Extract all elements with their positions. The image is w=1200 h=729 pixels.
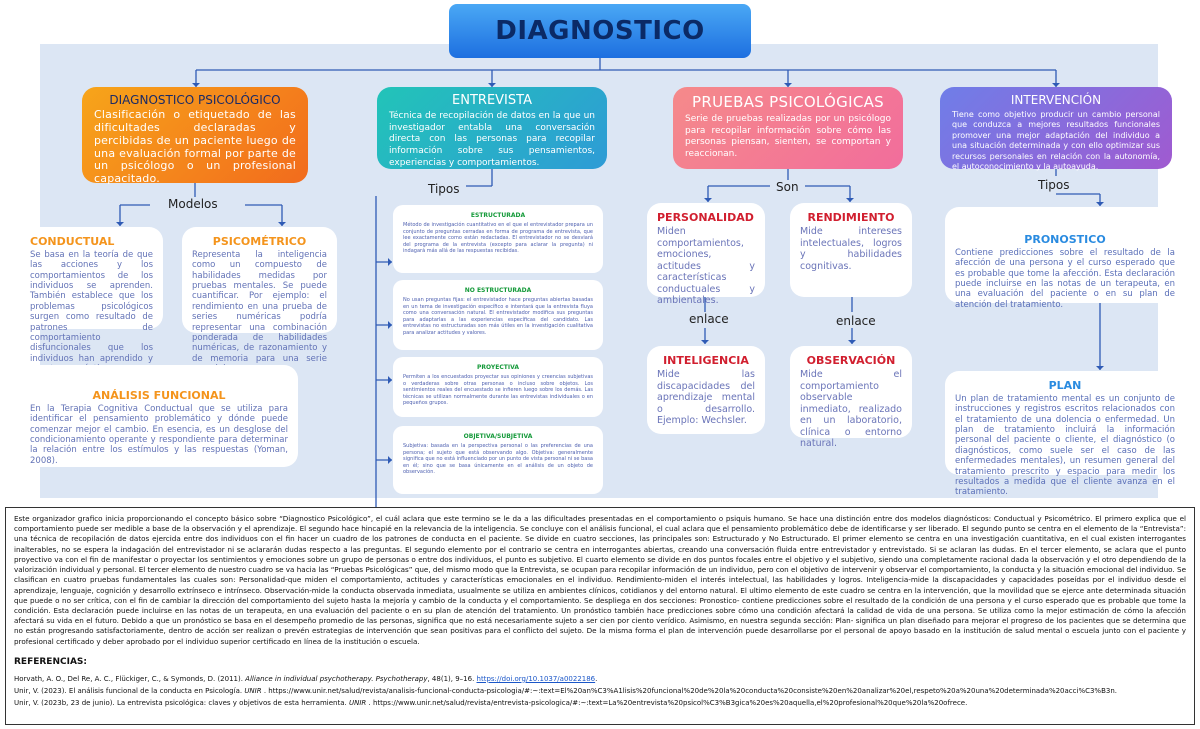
reference-title: UNIR (244, 686, 262, 695)
card-title: OBSERVACIÓN (806, 354, 896, 367)
node-text: Tiene como objetivo producir un cambio p… (952, 110, 1160, 171)
card-psicometrico: PSICOMÉTRICO Representa la inteligencia … (182, 227, 337, 374)
card-title: PLAN (1048, 379, 1082, 392)
node-text: Técnica de recopilación de datos en la q… (389, 111, 595, 168)
reference-item: Horvath, A. O., Del Re, A. C., Flückiger… (14, 675, 1186, 683)
connector-label-son: Son (770, 180, 805, 194)
reference-text: . https://www.unir.net/salud/revista/ana… (261, 686, 1118, 695)
node-title: ENTREVISTA (452, 93, 532, 108)
card-rendimiento: RENDIMIENTO Mide intereses intelectuales… (790, 203, 912, 297)
card-analisis-funcional: ANÁLISIS FUNCIONAL En la Terapia Cogniti… (20, 365, 298, 467)
card-conductual: CONDUCTUAL Se basa en la teoría de que l… (20, 227, 163, 374)
card-title: PERSONALIDAD (657, 211, 754, 224)
page-title: DIAGNOSTICO (449, 4, 751, 58)
connector-label-modelos: Modelos (162, 197, 224, 211)
card-observacion: OBSERVACIÓN Mide el comportamiento obser… (790, 346, 912, 449)
node-title: DIAGNOSTICO PSICOLÓGICO (109, 93, 281, 107)
diagnostico-psicologico-node: DIAGNOSTICO PSICOLÓGICO Clasificación o … (82, 87, 308, 186)
connector-label-enlace: enlace (830, 314, 882, 328)
card-estructurada: ESTRUCTURADA Método de investigación cua… (393, 205, 603, 273)
pruebas-psicologicas-node: PRUEBAS PSICOLÓGICAS Serie de pruebas re… (673, 87, 903, 169)
card-text: No usan preguntas fijas: el entrevistado… (403, 297, 593, 336)
card-title: INTELIGENCIA (663, 354, 749, 367)
reference-item: Unir, V. (2023). El análisis funcional d… (14, 687, 1186, 695)
intervencion-node: INTERVENCIÓN Tiene como objetivo produci… (940, 87, 1172, 171)
card-text: En la Terapia Cognitiva Conductual que s… (30, 404, 288, 466)
card-proyectiva: PROYECTIVA Permiten a los encuestados pr… (393, 357, 603, 417)
node-text: Clasificación o etiquetado de las dificu… (94, 108, 296, 186)
card-text: Miden comportamientos, emociones, actitu… (657, 226, 755, 307)
card-text: Mide intereses intelectuales, logros y h… (800, 226, 902, 272)
reference-item: Unir, V. (2023b, 23 de junio). La entrev… (14, 699, 1186, 707)
card-title: OBJETIVA/SUBJETIVA (463, 433, 533, 440)
reference-title: Alliance in individual psychotherapy. Ps… (245, 674, 428, 683)
card-text: Mide las discapacidades del aprendizaje … (657, 369, 755, 427)
card-plan: PLAN Un plan de tratamiento mental es un… (945, 371, 1185, 497)
reference-text: Unir, V. (2023). El análisis funcional d… (14, 686, 245, 695)
reference-link[interactable]: https://doi.org/10.1037/a0022186 (476, 674, 596, 683)
summary-box: Este organizador grafico inicia proporci… (5, 507, 1195, 725)
reference-title: UNIR (348, 698, 367, 707)
reference-text: , 48(1), 9–16. (427, 674, 477, 683)
card-objetiva-subjetiva: OBJETIVA/SUBJETIVA Subjetiva: basada en … (393, 426, 603, 494)
connector-label-enlace: enlace (683, 312, 735, 326)
summary-text: Este organizador grafico inicia proporci… (14, 514, 1186, 646)
card-personalidad: PERSONALIDAD Miden comportamientos, emoc… (647, 203, 765, 306)
card-text: Contiene predicciones sobre el resultado… (955, 248, 1175, 310)
node-title: INTERVENCIÓN (1010, 93, 1102, 107)
card-text: Un plan de tratamiento mental es un conj… (955, 394, 1175, 498)
card-text: Mide el comportamiento observable inmedi… (800, 369, 902, 450)
card-text: Permiten a los encuestados proyectar sus… (403, 374, 593, 406)
references-heading: REFERENCIAS: (14, 656, 87, 667)
card-no-estructurada: NO ESTRUCTURADA No usan preguntas fijas:… (393, 280, 603, 350)
entrevista-node: ENTREVISTA Técnica de recopilación de da… (377, 87, 607, 169)
node-text: Serie de pruebas realizadas por un psicó… (685, 114, 891, 160)
card-title: ANÁLISIS FUNCIONAL (92, 389, 226, 402)
connector-label-tipos: Tipos (1032, 178, 1076, 192)
reference-text: . (595, 674, 598, 683)
reference-text: Unir, V. (2023b, 23 de junio). La entrev… (14, 698, 349, 707)
card-text: Se basa en la teoría de que las acciones… (30, 250, 153, 374)
card-text: Subjetiva: basada en la perspectiva pers… (403, 443, 593, 475)
reference-text: Horvath, A. O., Del Re, A. C., Flückiger… (14, 674, 246, 683)
card-inteligencia: INTELIGENCIA Mide las discapacidades del… (647, 346, 765, 434)
card-title: RENDIMIENTO (807, 211, 895, 224)
card-text: Método de investigación cuantitativo en … (403, 222, 593, 254)
card-title: PROYECTIVA (477, 364, 519, 371)
connector-label-tipos: Tipos (422, 182, 466, 196)
card-title: PRONOSTICO (1024, 233, 1106, 246)
card-title: PSICOMÉTRICO (212, 235, 307, 248)
reference-text: . https://www.unir.net/salud/revista/ent… (366, 698, 968, 707)
card-pronostico: PRONOSTICO Contiene predicciones sobre e… (945, 207, 1185, 310)
node-title: PRUEBAS PSICOLÓGICAS (692, 93, 884, 111)
card-title: ESTRUCTURADA (470, 212, 526, 219)
card-text: Representa la inteligencia como un compu… (192, 250, 327, 374)
card-title: NO ESTRUCTURADA (464, 287, 532, 294)
card-title: CONDUCTUAL (30, 235, 115, 248)
